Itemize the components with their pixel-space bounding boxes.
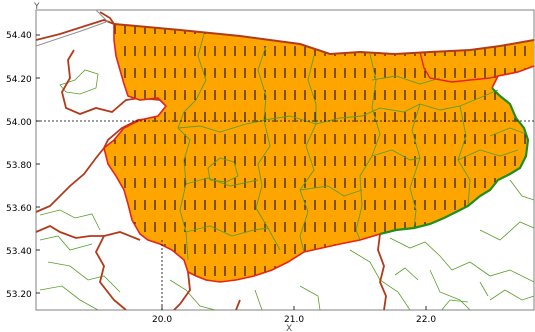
y-axis-name: Y (33, 2, 40, 12)
y-tick-labels: 54.40 54.20 54.00 53.80 53.60 53.40 53.2… (6, 31, 32, 300)
inner-district-boundaries (177, 33, 527, 261)
region-hatching (104, 24, 534, 282)
region-border-red (103, 24, 535, 283)
y-tick-label: 54.20 (6, 75, 32, 85)
x-tick-label: 20.0 (152, 315, 172, 325)
x-tick-label: 21.0 (284, 315, 304, 325)
x-tick-marks (161, 306, 427, 310)
region-border-top (113, 23, 535, 56)
y-tick-label: 53.60 (6, 204, 32, 214)
y-tick-label: 53.40 (6, 247, 32, 257)
region-border-green (379, 87, 530, 236)
region-subborder-northeast (419, 51, 499, 83)
y-tick-label: 54.00 (6, 118, 32, 128)
y-tick-marks (36, 34, 40, 294)
outer-admin-boundaries (36, 11, 387, 310)
x-axis-name: X (286, 324, 292, 332)
x-tick-labels: 20.0 21.0 22.0 (152, 315, 436, 325)
y-tick-label: 54.40 (6, 31, 32, 41)
y-tick-label: 53.80 (6, 161, 32, 171)
outer-grey-boundary-2 (95, 10, 109, 23)
outer-grey-boundary (36, 21, 107, 47)
x-tick-label: 22.0 (416, 315, 436, 325)
y-tick-label: 53.20 (6, 290, 32, 300)
